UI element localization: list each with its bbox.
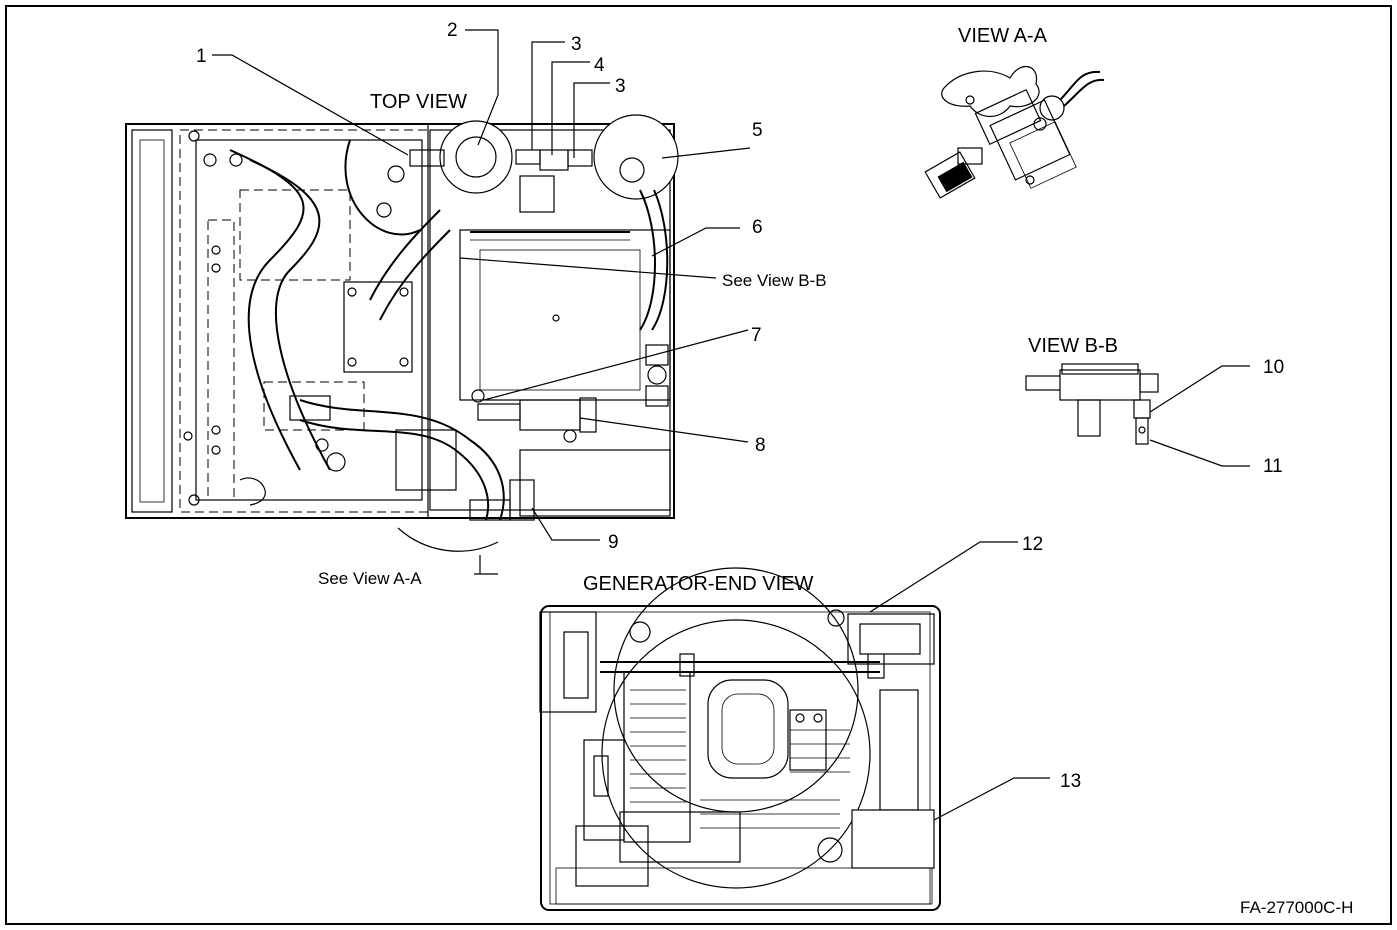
view-a-a-title: VIEW A-A: [958, 25, 1048, 47]
view-b-b-drawing: [1025, 363, 1159, 445]
callout-12: 12: [1022, 534, 1043, 555]
top-view-title: TOP VIEW: [370, 91, 467, 113]
callout-3-top: 3: [571, 34, 582, 55]
figure-id: FA-277000C-H: [1240, 898, 1353, 917]
generator-end-view-drawing: [539, 567, 941, 911]
callout-4: 4: [594, 55, 605, 76]
diagram-border: [5, 5, 1392, 925]
see-view-a-a-ref: See View A-A: [318, 569, 422, 588]
view-b-b-title: VIEW B-B: [1028, 335, 1118, 357]
callout-13: 13: [1060, 771, 1081, 792]
callout-11: 11: [1263, 456, 1283, 477]
callout-9: 9: [608, 532, 619, 553]
callout-1: 1: [196, 46, 207, 67]
leader-lines: [212, 29, 1250, 821]
view-a-a-drawing: [924, 66, 1105, 199]
callout-3-lower: 3: [615, 76, 626, 97]
top-view-drawing: [125, 114, 679, 521]
callout-8: 8: [755, 435, 766, 456]
callout-7: 7: [751, 325, 762, 346]
callout-6: 6: [752, 217, 763, 238]
callout-10: 10: [1263, 357, 1284, 378]
callout-5: 5: [752, 120, 763, 141]
callout-2: 2: [447, 20, 458, 41]
see-view-b-b-ref: See View B-B: [722, 271, 827, 290]
generator-end-view-title: GENERATOR-END VIEW: [583, 573, 814, 595]
